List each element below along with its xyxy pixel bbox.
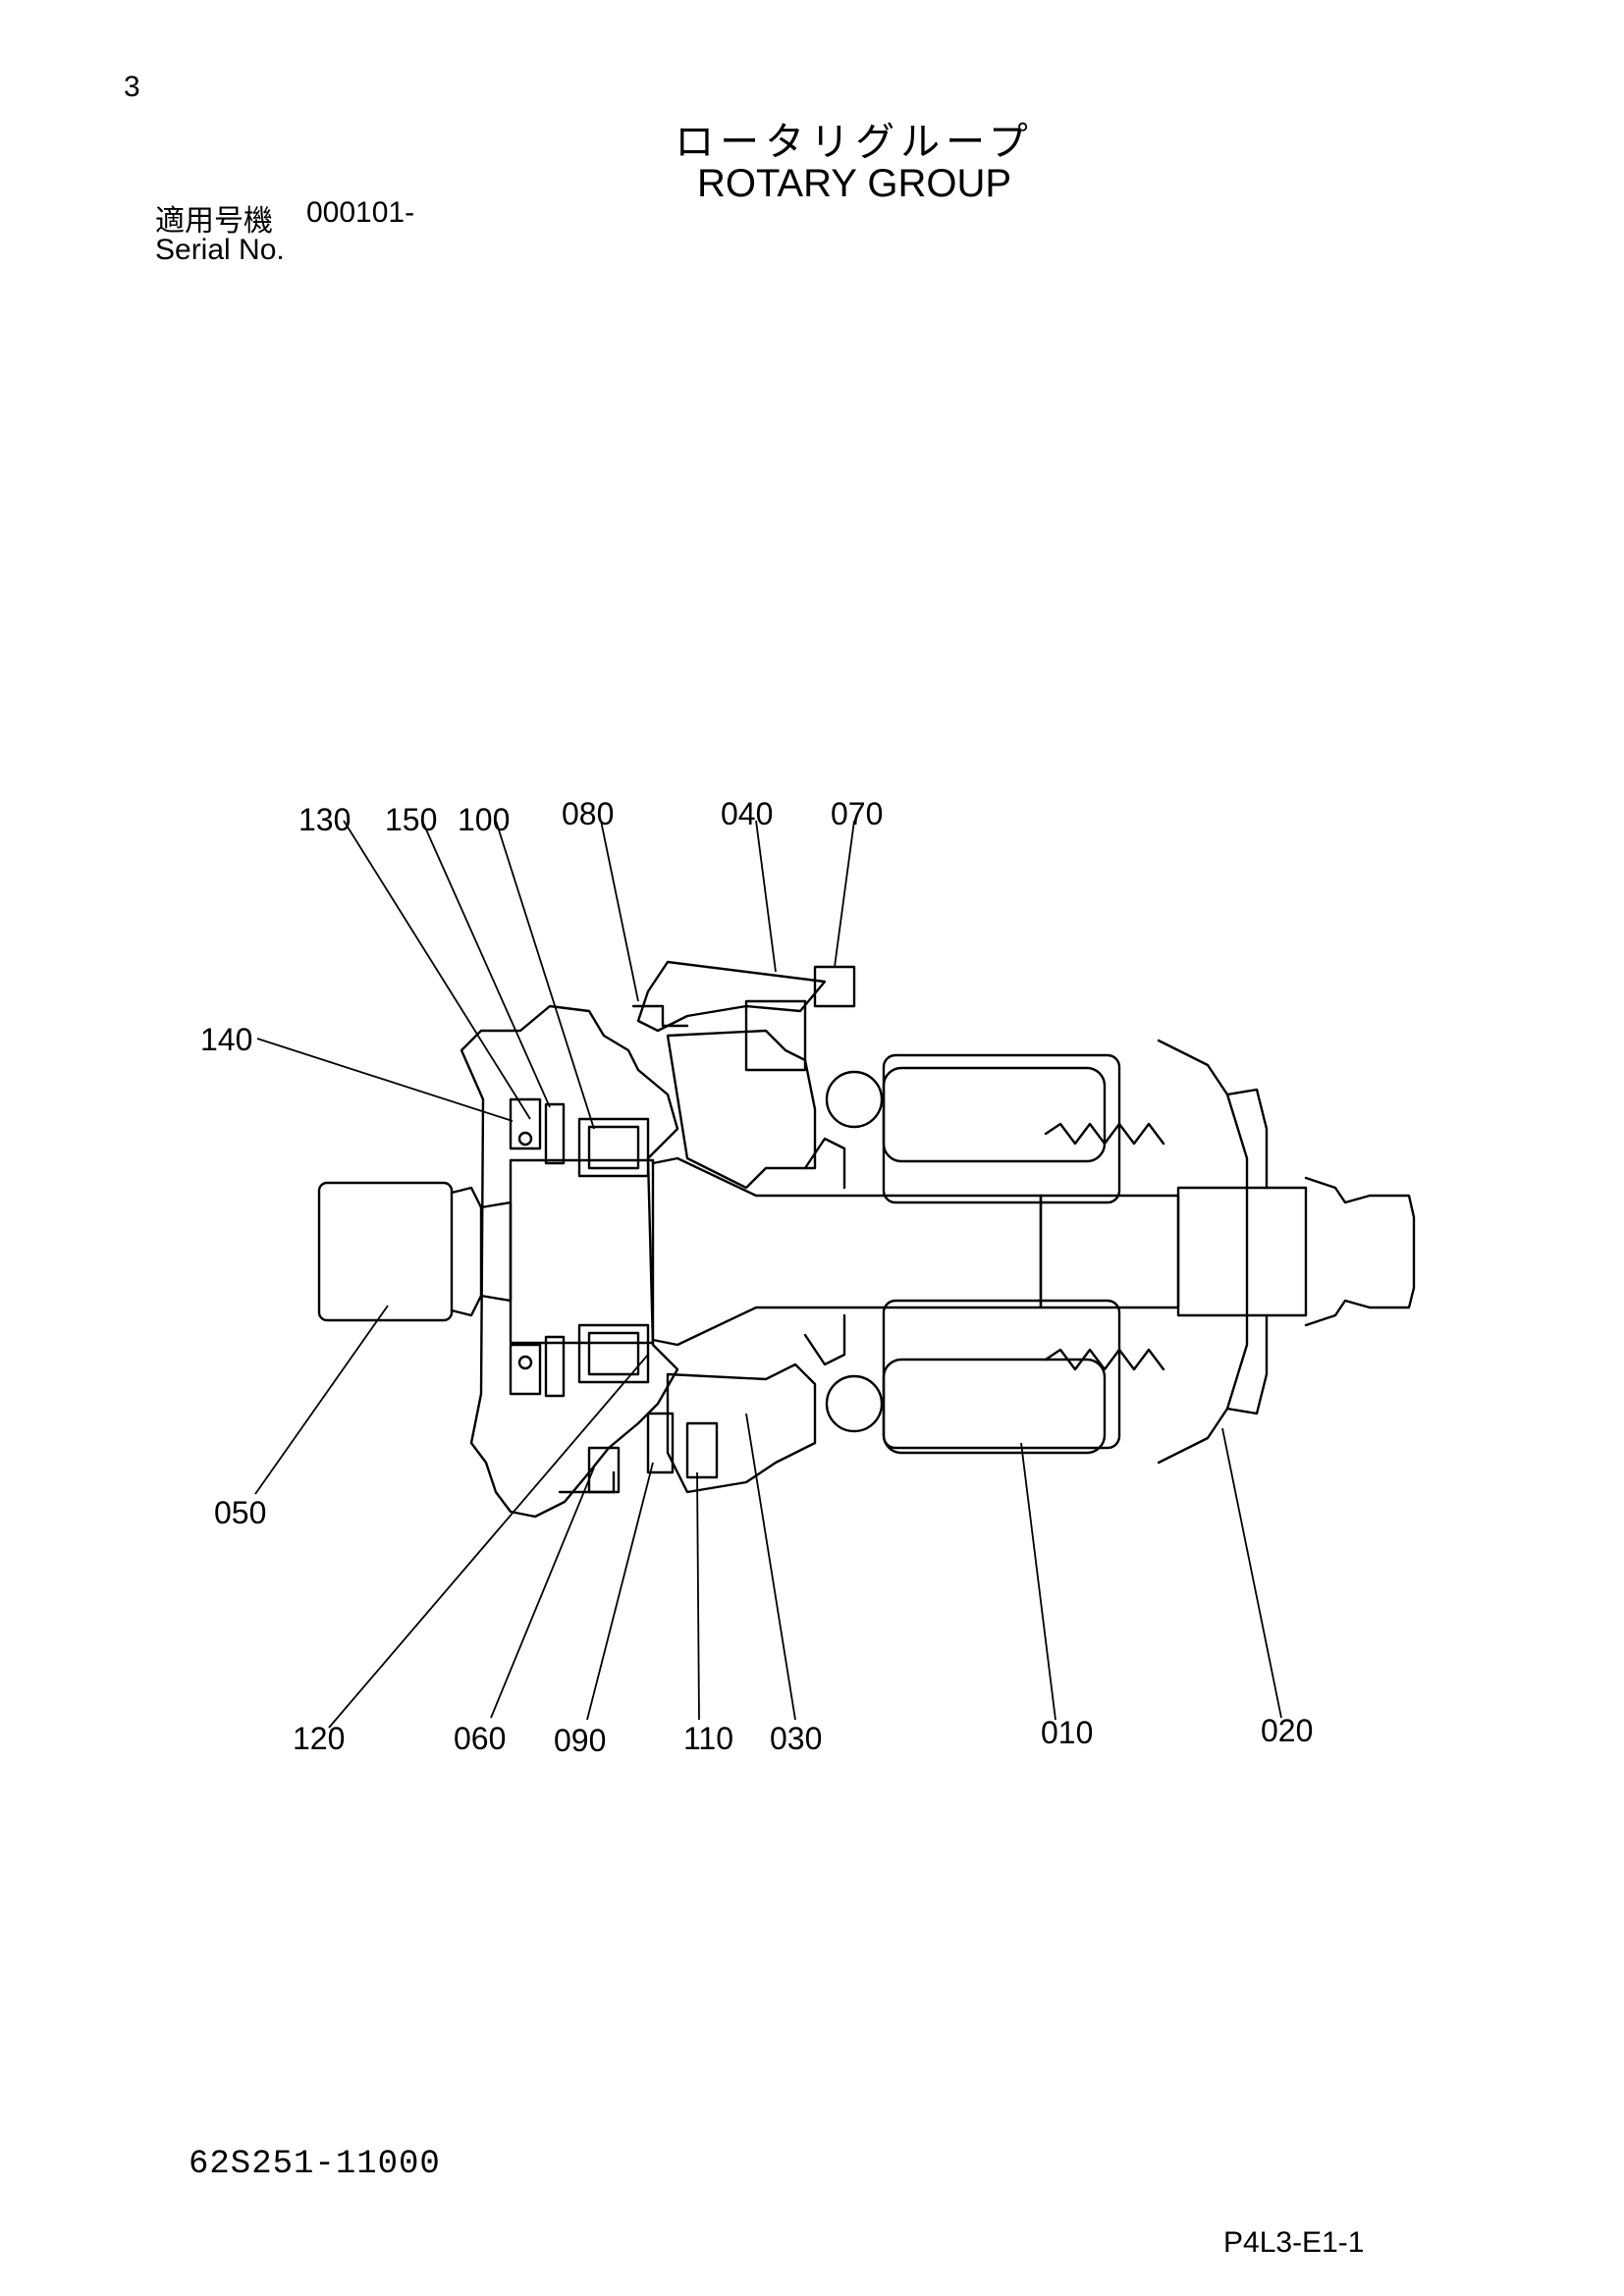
part-label-080: 080 (562, 796, 614, 831)
servo-piston-upper (744, 999, 807, 1072)
bearing-upper-inner (587, 1125, 640, 1170)
piston-ball-upper (825, 1070, 884, 1129)
part-label-010: 010 (1041, 1715, 1093, 1750)
bearing-lower-inner (587, 1331, 640, 1376)
part-label-070: 070 (831, 796, 883, 831)
leader-080 (600, 820, 639, 1002)
leader-100 (495, 820, 595, 1130)
title-japanese: ロータリグループ (675, 120, 1034, 165)
retainer-lower (803, 1313, 846, 1366)
snap-ring-lower (544, 1335, 566, 1398)
shoe-holder-upper (666, 1029, 817, 1190)
shaft-neck (479, 1201, 513, 1303)
page-number: 3 (124, 71, 140, 103)
shaft-taper (651, 1156, 1043, 1347)
serial-label-japanese: 適用号機 (155, 204, 273, 239)
serial-label-english: Serial No. (155, 234, 285, 266)
pin-080 (631, 1004, 689, 1028)
retainer-upper (803, 1137, 846, 1190)
leader-070 (834, 820, 855, 968)
swash-plate-lower (666, 1362, 817, 1494)
oil-seal-lower (509, 1343, 542, 1396)
valve-plate-upper (1157, 1039, 1269, 1190)
shaft-output-end (1304, 1176, 1416, 1327)
washer-090 (646, 1412, 675, 1474)
part-label-120: 120 (293, 1721, 345, 1756)
part-label-060: 060 (454, 1721, 506, 1756)
pin-120 (558, 1470, 616, 1494)
leader-060 (490, 1467, 595, 1719)
part-label-020: 020 (1261, 1713, 1313, 1748)
drawing-number: 62S251-11000 (189, 2146, 441, 2183)
shaft-mid-section (1039, 1194, 1180, 1309)
part-label-150: 150 (385, 802, 437, 837)
shaft-spline (1176, 1186, 1308, 1317)
serial-number-value: 000101- (306, 196, 415, 229)
piston-ball-lower (825, 1374, 884, 1433)
title-english: ROTARY GROUP (696, 162, 1012, 205)
center-spring-upper (1044, 1122, 1165, 1146)
part-label-130: 130 (298, 802, 351, 837)
part-label-100: 100 (458, 802, 510, 837)
bushing-110 (685, 1421, 719, 1479)
part-label-140: 140 (200, 1022, 252, 1057)
oil-seal-upper (509, 1097, 542, 1150)
leader-130 (343, 820, 531, 1120)
valve-plate-lower (1157, 1313, 1269, 1465)
seal-lip-lower (517, 1355, 533, 1370)
leader-030 (745, 1413, 796, 1721)
housing-outline (460, 1004, 679, 1519)
shaft-input-end (317, 1181, 454, 1322)
part-label-090: 090 (554, 1723, 606, 1758)
part-label-050: 050 (214, 1495, 266, 1530)
leader-040 (755, 820, 777, 973)
shaft-shoulder (450, 1186, 483, 1317)
leader-120 (328, 1354, 649, 1729)
leader-150 (421, 820, 551, 1108)
part-label-110: 110 (683, 1721, 733, 1756)
seal-lip-upper (517, 1131, 533, 1147)
bearing-lower (577, 1323, 650, 1384)
cylinder-block-upper (882, 1053, 1121, 1204)
piston-lower (882, 1358, 1107, 1455)
leader-050 (254, 1305, 389, 1495)
leader-090 (586, 1462, 654, 1721)
snap-ring-upper (544, 1102, 566, 1165)
piston-upper (882, 1066, 1107, 1163)
leader-010 (1020, 1442, 1056, 1721)
bearing-upper (577, 1117, 650, 1178)
valve-plate-body (1225, 1093, 1249, 1411)
part-label-030: 030 (770, 1721, 822, 1756)
page-code: P4L3-E1-1 (1223, 2226, 1365, 2259)
leader-140 (256, 1038, 514, 1122)
part-label-040: 040 (721, 796, 773, 831)
leader-020 (1221, 1427, 1282, 1719)
swash-plate-upper (636, 960, 827, 1033)
center-spring-lower (1044, 1348, 1165, 1371)
shaft-main (509, 1158, 655, 1345)
cylinder-block-lower (882, 1299, 1121, 1450)
leader-110 (696, 1471, 700, 1721)
